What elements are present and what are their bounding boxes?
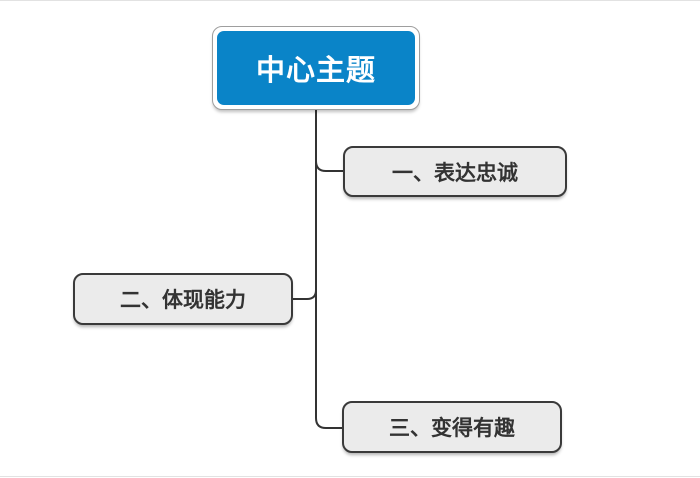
branch-from-node-2-line (293, 289, 317, 300)
central-topic-label: 中心主题 (255, 55, 376, 87)
trunk-to-node-3-line (315, 109, 342, 429)
topic-node-become-interesting[interactable]: 三、变得有趣 (342, 401, 562, 453)
topic-label-3: 三、变得有趣 (389, 417, 515, 440)
central-topic-fill: 中心主题 (217, 31, 415, 105)
topic-node-express-loyalty[interactable]: 一、表达忠诚 (343, 146, 567, 197)
branch-to-node-1-line (315, 160, 343, 172)
topic-node-show-ability[interactable]: 二、体现能力 (73, 273, 293, 325)
topic-label-2: 二、体现能力 (120, 289, 246, 312)
topic-label-1: 一、表达忠诚 (392, 161, 518, 185)
central-topic-node[interactable]: 中心主题 (212, 26, 420, 110)
